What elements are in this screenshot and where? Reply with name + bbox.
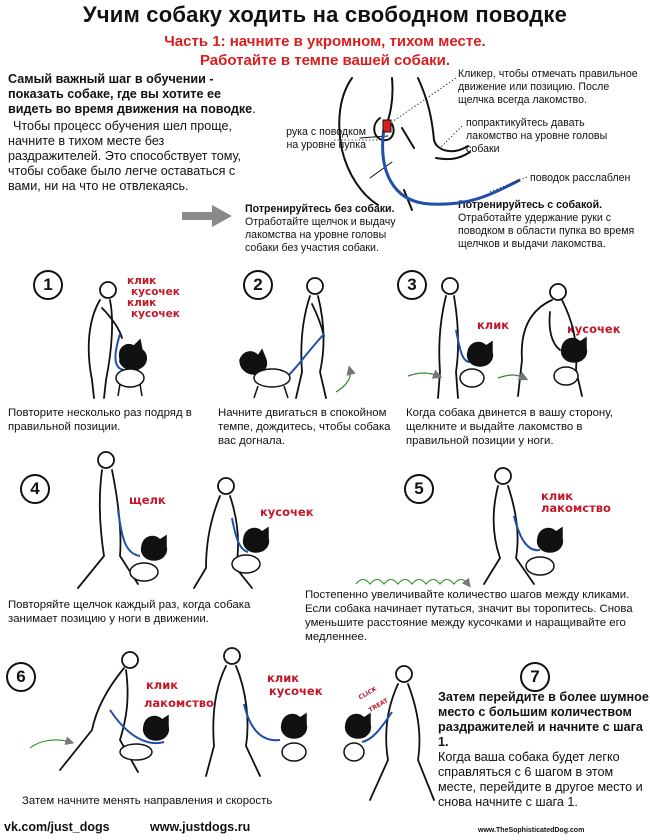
step-4-caption: Повторяйте щелчок каждый раз, когда соба… [8,599,251,625]
footer-credit: www.TheSophisticatedDog.com [478,827,585,834]
subtitle-line-2: Работайте в темпе вашей собаки. [199,52,451,69]
practice-with-dog-title: Потренируйтесь с собакой. [458,199,603,211]
step-6-number: 6 [6,662,36,692]
step-1-caption: Повторите несколько раз подряд в правиль… [8,407,192,433]
clicker-label: Кликер, чтобы отмечать правильное движен… [458,68,638,106]
step-6a-sound-2: лакомство [144,696,214,710]
loose-leash-line [381,127,521,206]
grey-arrow-icon [182,205,232,227]
step-1-sound-3: клик [127,297,157,309]
step-1-sound-2: кусочек [131,286,180,298]
intro-text: Самый важный шаг в обучении - показать с… [8,72,260,194]
step-4-number: 4 [20,474,50,504]
step-5-sound-2: лакомство [541,501,611,515]
dog-icon [343,712,372,762]
footer-site-link[interactable]: www.justdogs.ru [150,820,251,834]
step-6a-sound-1: клик [146,678,179,692]
footer-vk-link[interactable]: vk.com/just_dogs [4,820,110,834]
dog-icon [525,526,564,576]
clicker-icon [382,119,392,133]
step-6-caption: Затем начните менять направления и скоро… [22,795,273,807]
step-3-sound-2: кусочек [567,322,621,336]
practice-with-dog-body: Отработайте удержание руки с поводком в … [458,212,635,250]
step-7-caption: Когда ваша собака будет легко справлятьс… [438,750,643,809]
step-1-sound-1: клик [127,275,157,287]
practice-with-dog: Потренируйтесь с собакой. Отработайте уд… [458,199,644,251]
hop-path [355,577,471,588]
hand-leash-label: рука с поводком на уровне пупка [286,126,366,151]
step-4-illustration [77,451,253,589]
step-5-sound-1: клик [541,489,574,503]
step-7-number: 7 [520,662,550,692]
step-2-illustration [295,277,327,399]
practice-treat-label: попрактикуйтесь давать лакомство на уров… [466,117,608,155]
step-6-illustration [59,647,261,777]
practice-without-dog-body: Отработайте щелчок и выдачу лакомства на… [245,216,396,254]
intro-bold-end: . [252,102,256,116]
page-title: Учим собаку ходить на свободном поводке [82,2,568,27]
step-1-number: 1 [33,270,63,300]
step-3-number: 3 [397,270,427,300]
step-6b-sound-1: клик [267,671,300,685]
step-3-caption: Когда собака двинется в вашу сторону, ще… [406,407,613,447]
step-5-caption: Постепенно увеличивайте количество шагов… [305,589,633,643]
step-1-illustration [87,281,123,399]
dog-icon [119,712,308,762]
step-4-sound-2: кусочек [260,505,314,519]
intro-bold: Самый важный шаг в обучении - показать с… [8,72,253,116]
step-2-number: 2 [243,270,273,300]
dog-icon [459,336,588,388]
step-7-illustration [369,665,435,801]
practice-without-dog-title: Потренируйтесь без собаки. [245,203,395,215]
handler-torso-figure [338,77,471,211]
step-7-title: Затем перейдите в более шумное место с б… [438,690,649,749]
dog-icon [129,526,270,582]
step-3-sound-1: клик [477,318,510,332]
step-1-sound-4: кусочек [131,308,180,320]
practice-without-dog: Потренируйтесь без собаки. Отработайте щ… [245,203,413,255]
step-4-sound-1: щелк [129,493,166,507]
subtitle-line-1: Часть 1: начните в укромном, тихом месте… [164,33,486,50]
dog-icon [115,338,147,397]
leash-loose-label: поводок расслаблен [530,172,631,184]
dog-icon [239,348,291,399]
step-6b-sound-2: кусочек [269,684,323,698]
step-5-number: 5 [404,474,434,504]
step-2-caption: Начните двигаться в спокойном темпе, дож… [218,407,391,447]
intro-body: Чтобы процесс обучения шел проще, начнит… [8,119,242,193]
step-7-text: Затем перейдите в более шумное место с б… [438,690,650,810]
